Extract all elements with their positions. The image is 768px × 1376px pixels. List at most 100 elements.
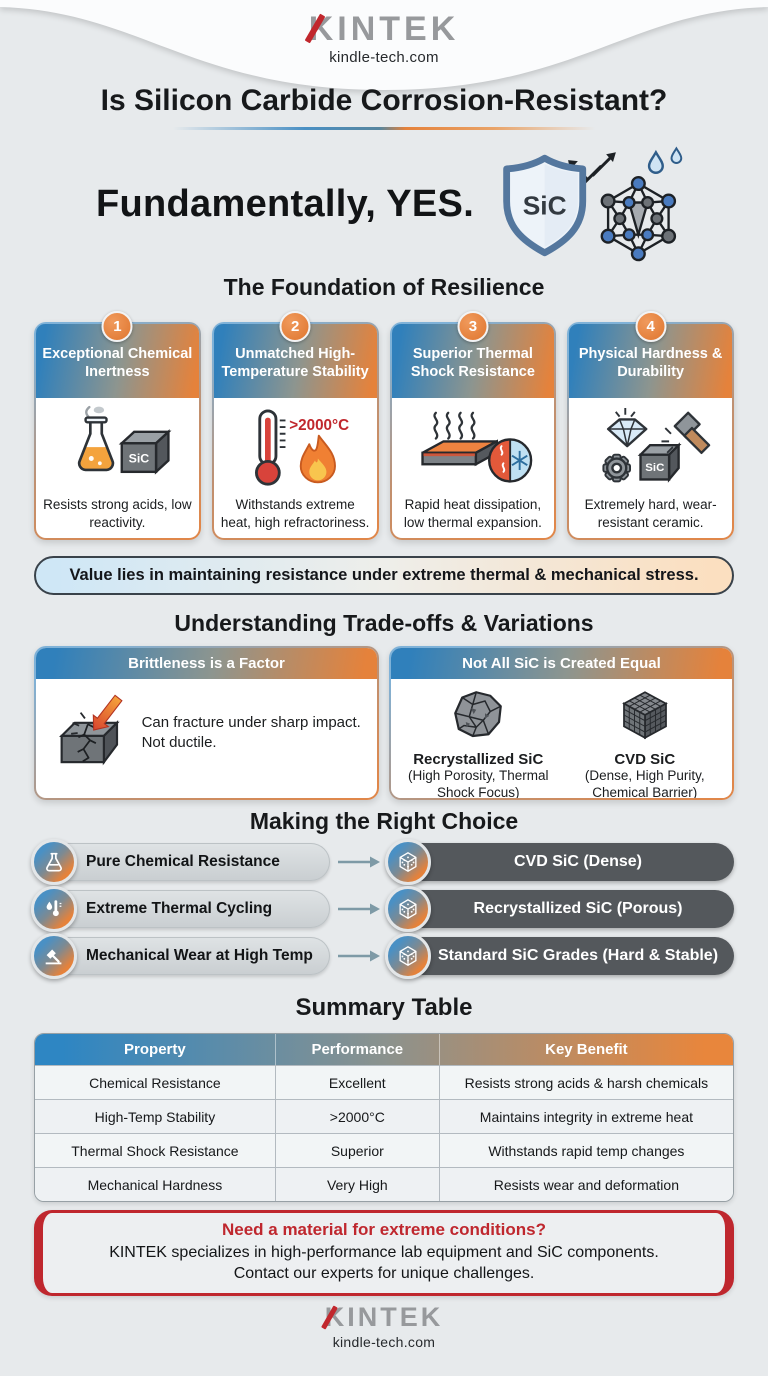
cube-sic-label: SiC [645,462,664,474]
tradeoffs-heading: Understanding Trade-offs & Variations [174,610,594,636]
choice-row-3: Mechanical Wear at High Temp Standard Si… [31,933,734,979]
need-label: Pure Chemical Resistance [86,853,280,870]
card-caption: Resists strong acids, low reactivity. [43,497,192,530]
table-row: Mechanical Hardness Very High Resists we… [35,1167,733,1201]
table-row: Thermal Shock Resistance Superior Withst… [35,1133,733,1167]
lattice-cube-icon [385,839,431,885]
table-cell: Superior [276,1134,440,1167]
table-cell: >2000°C [276,1100,440,1133]
shield-sic-label: SiC [523,191,567,221]
table-cell: Maintains integrity in extreme heat [479,1108,693,1125]
foundation-heading: The Foundation of Resilience [223,274,545,300]
variant-cvd: CVD SiC (Dense, High Purity, Chemical Ba… [562,687,729,800]
table-cell: Resists wear and deformation [493,1176,679,1193]
table-cell: Resists strong acids & harsh chemicals [464,1074,709,1091]
variant-name: Recrystallized SiC [413,751,544,768]
logo-letter-k: K [308,10,338,48]
footer: KINTEK kindle-tech.com [0,1304,768,1351]
card-number-badge: 2 [279,311,311,342]
lattice-cube-icon [385,933,431,979]
need-label: Extreme Thermal Cycling [86,900,273,917]
card-caption: Rapid heat dissipation, low thermal expa… [403,497,542,530]
variant-recrystallized: Recrystallized SiC (High Porosity, Therm… [395,687,562,800]
brittleness-text: Can fracture under sharp impact. Not duc… [141,713,361,751]
arrow-right-icon [337,902,381,916]
need-pill: Extreme Thermal Cycling [31,886,330,932]
gear-icon [602,453,631,483]
swoosh-shape [0,0,768,90]
dense-cvd-cube-icon [621,691,668,740]
sic-shield-molecule-icon: SiC [503,146,683,262]
foundation-cards-row: 1 Exceptional Chemical Inertness SiC [34,311,734,540]
table-cell: Mechanical Hardness [35,1168,276,1201]
arrow-right-icon [337,949,381,963]
need-label: Mechanical Wear at High Temp [86,947,313,964]
foundation-card-3: 3 Superior Thermal Shock Resistance [390,311,557,540]
logo-letters-rest: INTEK [347,1302,444,1332]
solution-label: Recrystallized SiC (Porous) [473,900,683,917]
table-row: High-Temp Stability >2000°C Maintains in… [35,1099,733,1133]
card-number-badge: 4 [635,311,667,342]
variant-subtitle: (High Porosity, Thermal Shock Focus) [407,768,549,800]
water-droplets-icon [647,146,683,174]
website-url: kindle-tech.com [329,49,439,66]
variants-title: Not All SiC is Created Equal [391,648,732,679]
card-caption: Withstands extreme heat, high refractori… [220,497,370,530]
kintek-logo-footer: KINTEK [325,1304,444,1331]
brittleness-title: Brittleness is a Factor [36,648,377,679]
solution-pill: Standard SiC Grades (Hard & Stable) [385,933,734,979]
lattice-cube-icon [385,886,431,932]
hammer-icon [31,933,77,979]
column-header: Property [35,1034,276,1065]
website-url-footer: kindle-tech.com [332,1334,436,1350]
temp-label: >2000°C [289,417,349,434]
logo-letter-k: K [324,1302,348,1332]
table-header-row: Property Performance Key Benefit [35,1034,733,1065]
table-cell: High-Temp Stability [35,1100,276,1133]
need-pill: Mechanical Wear at High Temp [31,933,330,979]
column-header: Key Benefit [545,1041,628,1058]
foundation-card-2: 2 Unmatched High-Temperature Stability >… [212,311,379,540]
variant-name: CVD SiC [614,751,676,768]
table-row: Chemical Resistance Excellent Resists st… [35,1065,733,1099]
variant-subtitle: (Dense, High Purity, Chemical Barrier) [584,768,705,800]
solution-pill: CVD SiC (Dense) [385,839,734,885]
logo-letters-rest: INTEK [337,10,460,48]
title-divider [164,127,604,130]
need-pill: Pure Chemical Resistance [31,839,330,885]
card-number-badge: 3 [457,311,489,342]
foundation-card-4: 4 Physical Hardness & Durability [567,311,734,540]
choice-row-2: Extreme Thermal Cycling Recrystallized S… [31,886,734,932]
value-banner: Value lies in maintaining resistance und… [34,556,734,595]
thermometer-droplet-icon [31,886,77,932]
molecule-lattice-icon [600,176,677,262]
choice-rows: Pure Chemical Resistance CVD SiC (Dense)… [31,839,734,984]
foundation-card-1: 1 Exceptional Chemical Inertness SiC [34,311,201,540]
diamond-gear-hammer-icon: SiC [602,408,710,483]
thermometer-flame-icon: >2000°C [255,409,349,486]
column-header: Performance [276,1034,440,1065]
table-cell: Chemical Resistance [35,1066,276,1099]
hot-cold-circle-icon [421,411,533,483]
cta-heading: Need a material for extreme conditions? [221,1220,547,1239]
answer-section: Fundamentally, YES. SiC [96,146,692,262]
kintek-logo: KINTEK [309,12,460,46]
summary-table: Property Performance Key Benefit Chemica… [34,1033,734,1202]
table-cell: Excellent [276,1066,440,1099]
tradeoffs-row: Brittleness is a Factor Can fracture u [34,646,734,800]
flask-icon [31,839,77,885]
solution-pill: Recrystallized SiC (Porous) [385,886,734,932]
page-title: Is Silicon Carbide Corrosion-Resistant? [100,84,668,117]
card-caption: Extremely hard, wear-resistant ceramic. [584,497,717,530]
summary-heading: Summary Table [295,994,473,1021]
cracked-cube-impact-icon [59,694,123,766]
porous-sic-icon [454,691,503,738]
header-logo-block: KINTEK kindle-tech.com [0,12,768,66]
arrow-right-icon [337,855,381,869]
table-cell: Withstands rapid temp changes [488,1142,685,1159]
choice-heading: Making the Right Choice [249,808,519,834]
sic-shield-icon: SiC [503,154,587,257]
answer-heading: Fundamentally, YES. [96,182,475,225]
solution-label: Standard SiC Grades (Hard & Stable) [437,947,719,964]
table-cell: Very High [276,1168,440,1201]
